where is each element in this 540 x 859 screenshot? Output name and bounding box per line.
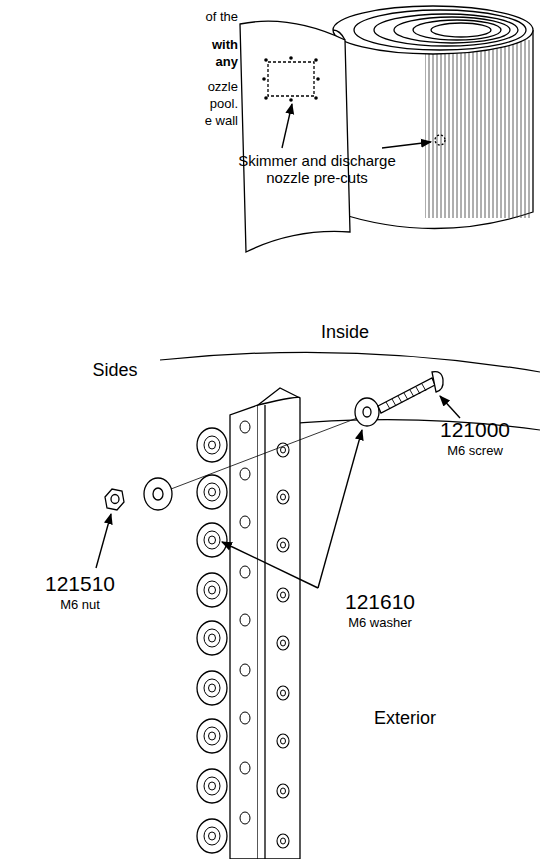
part-number: 121510 bbox=[30, 572, 130, 596]
callout-text: Skimmer and discharge nozzle pre-cuts bbox=[228, 152, 406, 187]
part-name: M6 screw bbox=[420, 444, 530, 459]
note-fragment: with bbox=[150, 38, 238, 53]
wall-panel bbox=[230, 388, 300, 859]
part-name: M6 nut bbox=[30, 598, 130, 613]
note-fragment: e wall bbox=[150, 114, 238, 129]
wall-roll bbox=[240, 6, 533, 252]
note-fragment: ozzle bbox=[150, 80, 238, 95]
leader-lines bbox=[96, 396, 460, 588]
leader-lines bbox=[282, 104, 431, 148]
part-number: 121000 bbox=[420, 418, 530, 442]
side-label: Exterior bbox=[350, 708, 460, 729]
note-fragment: of the bbox=[150, 10, 238, 25]
side-label: Inside bbox=[300, 322, 390, 343]
bolt-row bbox=[197, 421, 289, 853]
fastener-set bbox=[105, 372, 443, 510]
note-fragment: pool. bbox=[150, 97, 238, 112]
part-number: 121610 bbox=[325, 590, 435, 614]
note-fragment: any bbox=[150, 55, 238, 70]
side-label: Sides bbox=[70, 360, 160, 381]
part-name: M6 washer bbox=[325, 616, 435, 631]
